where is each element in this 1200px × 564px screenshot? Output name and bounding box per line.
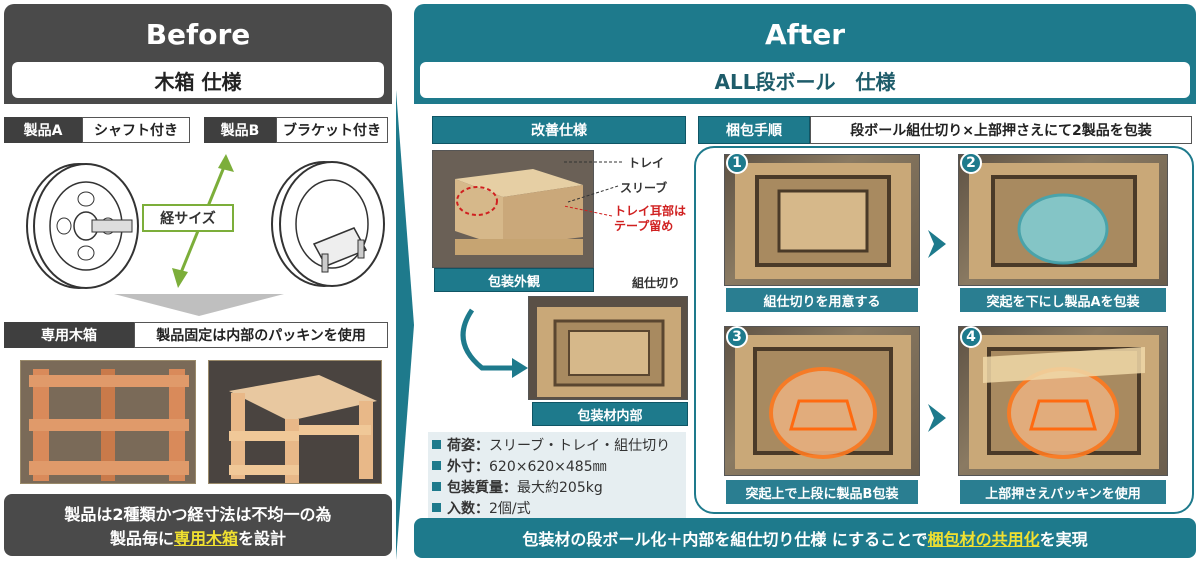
down-chevron-icon bbox=[114, 294, 284, 316]
highlight-text: 梱包材の共用化 bbox=[927, 530, 1040, 549]
annotation-arrows bbox=[562, 161, 622, 217]
square-bullet-icon bbox=[432, 503, 441, 512]
product-b-desc: ブラケット付き bbox=[276, 117, 388, 143]
wheel-a-illustration bbox=[26, 163, 139, 289]
before-footer: 製品は2種類かつ経寸法は不均一の為 製品毎に専用木箱を設計 bbox=[4, 494, 392, 556]
crate-desc: 製品固定は内部のパッキンを使用 bbox=[134, 322, 388, 348]
diameter-label: 経サイズ bbox=[142, 204, 234, 232]
procedure-label: 梱包手順 bbox=[698, 116, 810, 144]
product-b-label: 製品B bbox=[204, 117, 276, 143]
step-caption: 上部押さえパッキンを使用 bbox=[960, 480, 1166, 504]
annot-tray: トレイ bbox=[628, 156, 665, 170]
annot-partition: 組仕切り bbox=[632, 276, 681, 290]
interior-label: 包装材内部 bbox=[532, 402, 688, 426]
step-number: 3 bbox=[726, 326, 748, 348]
crate-photo-2 bbox=[208, 360, 382, 484]
step-number: 1 bbox=[726, 152, 748, 174]
step-2-photo bbox=[958, 154, 1168, 286]
after-subheader: ALL段ボール 仕様 bbox=[420, 62, 1190, 98]
spec-row: 荷姿：スリーブ・トレイ・組仕切り bbox=[432, 434, 682, 455]
interior-photo bbox=[528, 296, 688, 400]
exterior-label: 包装外観 bbox=[434, 268, 594, 292]
before-subheader: 木箱 仕様 bbox=[12, 62, 384, 98]
spec-row: 外寸：620×620×485㎜ bbox=[432, 455, 682, 476]
step-number: 4 bbox=[960, 326, 982, 348]
after-footer: 包装材の段ボール化＋内部を組仕切り仕様 にすることで 梱包材の共用化を実現 bbox=[414, 518, 1196, 558]
square-bullet-icon bbox=[432, 482, 441, 491]
step-caption: 突起を下にし製品Aを包装 bbox=[960, 288, 1166, 312]
after-panel: After ALL段ボール 仕様 改善仕様 トレイ スリーブ トレイ耳部は テー… bbox=[414, 4, 1196, 560]
square-bullet-icon bbox=[432, 461, 441, 470]
spec-row: 入数：2個/式 bbox=[432, 497, 682, 518]
wheel-b-illustration bbox=[271, 161, 385, 287]
procedure-frame bbox=[694, 146, 1194, 514]
annot-tape: トレイ耳部は テープ留め bbox=[614, 204, 687, 233]
curved-arrow-icon bbox=[460, 308, 528, 378]
procedure-desc: 段ボール組仕切り×上部押さえにて2製品を包装 bbox=[810, 116, 1192, 144]
chevron-right-icon bbox=[928, 404, 946, 432]
after-title: After bbox=[764, 18, 846, 51]
improved-label: 改善仕様 bbox=[432, 116, 686, 144]
before-title: Before bbox=[145, 18, 251, 51]
crate-label: 専用木箱 bbox=[4, 322, 134, 348]
chevron-right-icon bbox=[928, 230, 946, 258]
step-caption: 組仕切りを用意する bbox=[726, 288, 918, 312]
exterior-photo bbox=[432, 150, 594, 268]
step-number: 2 bbox=[960, 152, 982, 174]
square-bullet-icon bbox=[432, 440, 441, 449]
product-a-desc: シャフト付き bbox=[82, 117, 190, 143]
spec-row: 包装質量：最大約205kg bbox=[432, 476, 682, 497]
before-panel: Before 木箱 仕様 製品A シャフト付き 製品B ブラケット付き 経サイズ bbox=[4, 4, 392, 560]
step-3-photo bbox=[724, 326, 920, 476]
highlight-text: 専用木箱 bbox=[173, 529, 238, 548]
spec-list: 荷姿：スリーブ・トレイ・組仕切り 外寸：620×620×485㎜ 包装質量：最大… bbox=[428, 432, 686, 522]
before-after-separator bbox=[396, 90, 414, 560]
step-1-photo bbox=[724, 154, 920, 286]
step-4-photo bbox=[958, 326, 1168, 476]
annot-sleeve: スリーブ bbox=[620, 181, 668, 195]
product-a-label: 製品A bbox=[4, 117, 82, 143]
step-caption: 突起上で上段に製品B包装 bbox=[726, 480, 918, 504]
crate-photo-1 bbox=[20, 360, 196, 484]
